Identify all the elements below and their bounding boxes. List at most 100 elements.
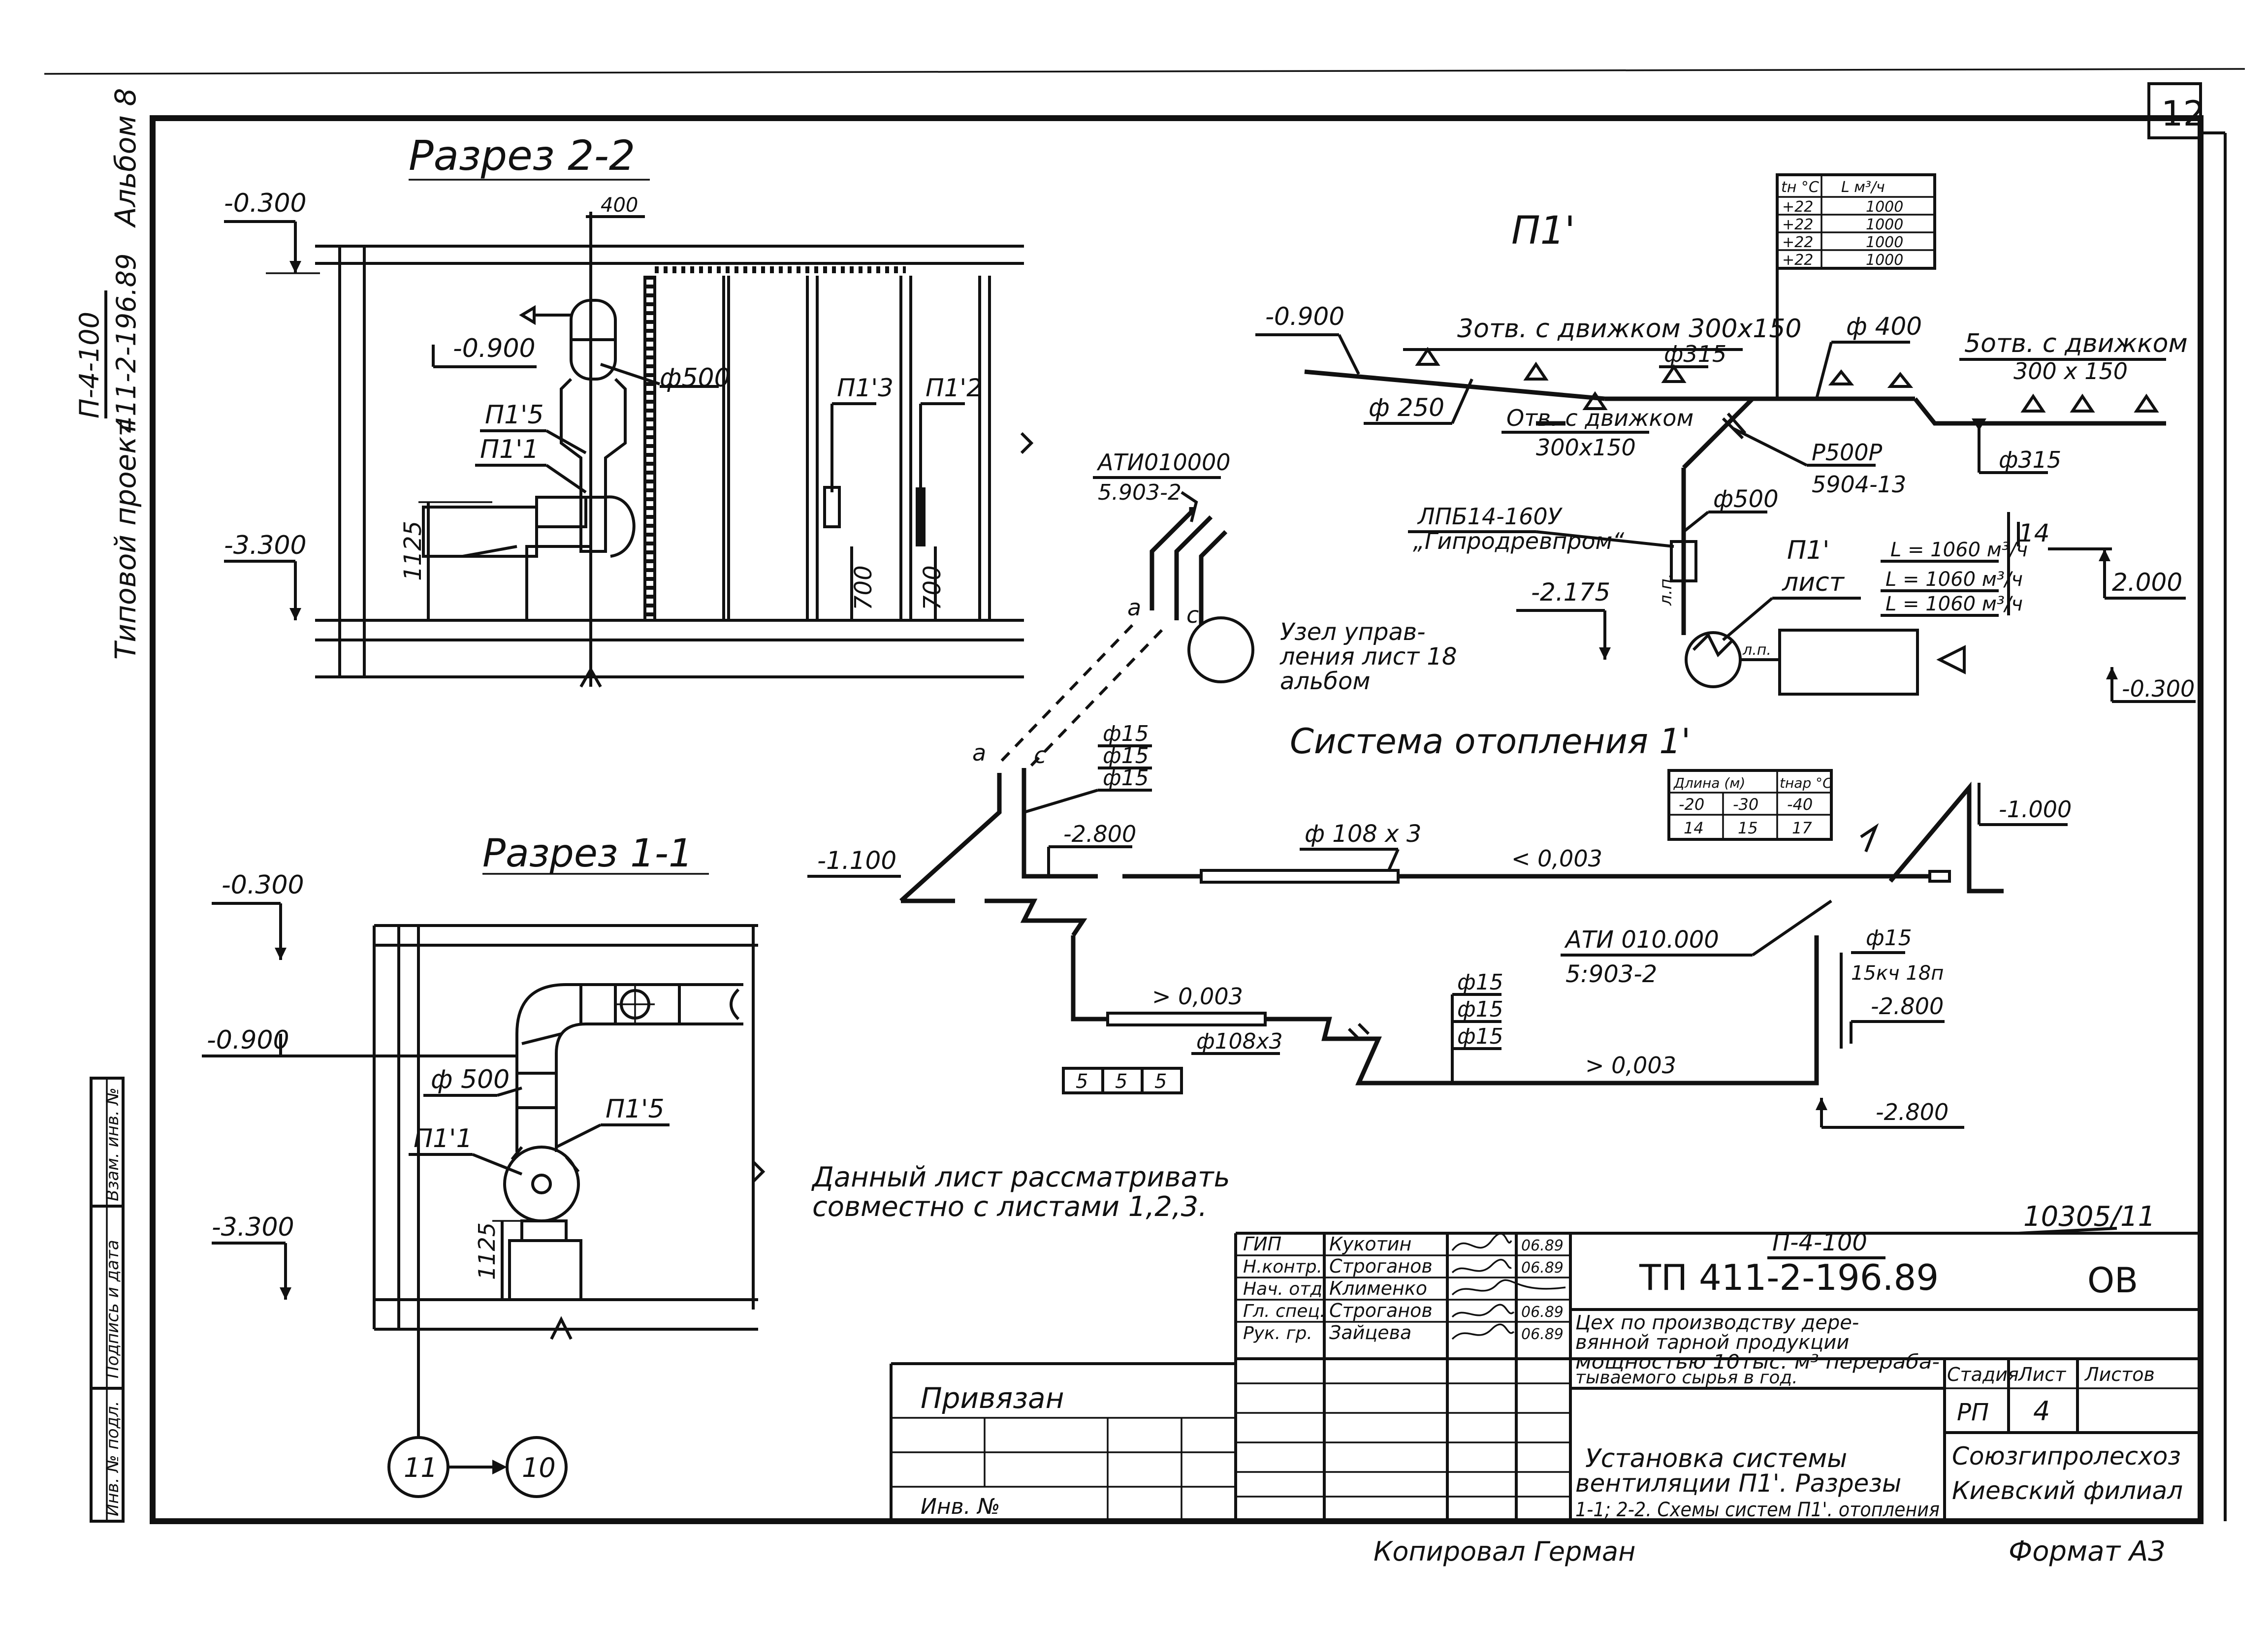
s11-label-p11: П1'1 <box>414 1124 473 1153</box>
heating-kch: 15кч 18п <box>1851 962 1944 985</box>
heating-label-c2: с <box>1034 742 1046 768</box>
tb-col-sheets: Листов <box>2084 1364 2155 1385</box>
tb-org-desc-2: вянной тарной продукции <box>1575 1331 1849 1354</box>
heating-ati-ref: 5:903-2 <box>1565 960 1657 988</box>
section-2-2-title: Разрез 2-2 <box>409 131 635 180</box>
p1-filter-maker: „Гипродревпром“ <box>1413 528 1624 554</box>
heating-slope-top: < 0,003 <box>1511 845 1602 872</box>
tb-role-3: Нач. отд. <box>1243 1279 1328 1299</box>
tb-role-1: ГИП <box>1243 1233 1281 1255</box>
p1-table-r4c2: 1000 <box>1866 252 1903 269</box>
heating-pipe-mid: ф108х3 <box>1196 1029 1283 1054</box>
tb-date-5: 06.89 <box>1521 1326 1564 1343</box>
p1-damper-ref: 5904-13 <box>1812 471 1906 498</box>
stamp-replace-inv: Взам. инв. № <box>103 1087 123 1201</box>
s22-label-p11: П1'1 <box>480 435 539 464</box>
archive-number: 10305/11 <box>2023 1201 2155 1233</box>
tb-date-4: 06.89 <box>1521 1304 1564 1321</box>
p1-unit-sheet: лист <box>1782 568 1845 597</box>
signature-4 <box>1451 1304 1515 1318</box>
p1-title: П1' <box>1511 209 1575 253</box>
heating-d15-top-3: ф15 <box>1103 766 1149 791</box>
left-stamp: Инв. № подл. Подпись и дата Взам. инв. № <box>90 1077 125 1523</box>
heating-pipe-main: ф 108 х 3 <box>1305 820 1421 848</box>
p1-table-h1: tн °C <box>1781 179 1819 196</box>
p1-flow-2: L = 1060 м³/ч <box>1885 568 2023 591</box>
axis-11: 11 <box>404 1452 438 1483</box>
tb-mark: ОВ <box>2087 1260 2138 1301</box>
p1-level-unit: -2.175 <box>1531 578 1610 607</box>
s22-dim-700b: 700 <box>919 565 946 610</box>
heating-d15-mid-1: ф15 <box>1457 970 1503 995</box>
tb-role-5: Рук. гр. <box>1243 1323 1312 1343</box>
length-table-h1: Длина (м) <box>1673 775 1745 791</box>
p1-table-r2c2: 1000 <box>1866 216 1903 233</box>
tb-company-1: Союзгипролесхоз <box>1952 1442 2181 1470</box>
p1-lp-2: л.п. <box>1742 641 1771 659</box>
p1-d315b: ф315 <box>1999 447 2061 473</box>
s11-level-top: -0.300 <box>222 870 304 900</box>
axis-10: 10 <box>522 1452 556 1483</box>
s22-dim-400: 400 <box>601 194 638 217</box>
tb-name-4: Строганов <box>1329 1300 1433 1321</box>
tb-name-1: Кукотин <box>1329 1233 1411 1255</box>
p1-openings-bottom-size: 300х150 <box>1536 434 1636 461</box>
heating-level-1100: -1.100 <box>817 846 896 875</box>
tb-col-stage: Стадия <box>1947 1364 2019 1385</box>
side-project-line: Типовой проект <box>109 419 142 660</box>
heating-boxes: 5 5 5 <box>1062 1067 1183 1094</box>
s22-level-mid: -0.900 <box>453 334 536 363</box>
length-table-t3: -40 <box>1787 795 1813 814</box>
p1-d500: ф500 <box>1713 485 1779 513</box>
p1-d400: ф 400 <box>1846 312 1922 341</box>
tb-code-small: П-4-100 <box>1772 1229 1867 1256</box>
side-project-code-bottom: 411-2-196.89 <box>111 254 142 433</box>
title-block: ГИП Н.контр. Нач. отд. Гл. спец. Рук. гр… <box>890 1229 2201 1521</box>
s22-dim-700a: 700 <box>850 565 877 610</box>
p1-flow-3: L = 1060 м³/ч <box>1885 593 2023 615</box>
tb-org-desc-3: мощностью 10тыс. м³ перераба- <box>1575 1351 1940 1374</box>
side-album: Альбом 8 <box>109 88 142 228</box>
note-line2: совместно с листами 1,2,3. <box>812 1191 1207 1223</box>
p1-filter: ЛПБ14-160У <box>1417 503 1563 530</box>
s11-diameter: ф 500 <box>431 1065 510 1094</box>
s11-level-mid: -0.900 <box>207 1025 289 1055</box>
heating-slope-bottom: > 0,003 <box>1585 1052 1676 1079</box>
tb-sheet-title-1: Установка системы <box>1585 1444 1847 1473</box>
scheme-p1: П1' -0.900 3отв. с движком 300х150 ф 250… <box>1255 173 2196 703</box>
heating-length-table: Длина (м) tнар °C -20 -30 -40 14 15 17 <box>1667 769 1833 841</box>
p1-lp: л.п. <box>1656 573 1676 606</box>
heating-system: Система отопления 1' АТИ010000 5.903-2 а… <box>807 449 2072 1129</box>
section-1-1: Разрез 1-1 -0.300 <box>202 831 766 1498</box>
p1-mark-14: 14 <box>2018 519 2050 547</box>
p1-openings-right: 5отв. с движком <box>1964 329 2188 358</box>
length-table-h2: tнар °C <box>1780 775 1832 791</box>
heating-slope-mid: > 0,003 <box>1152 983 1243 1010</box>
heating-box-1: 5 <box>1076 1070 1088 1093</box>
p1-openings-right-size: 300 х 150 <box>2013 358 2128 384</box>
heating-box-2: 5 <box>1115 1070 1127 1093</box>
length-table-t1: -20 <box>1679 795 1704 814</box>
tb-name-5: Зайцева <box>1329 1322 1411 1343</box>
format-label: Формат А3 <box>2009 1535 2166 1567</box>
heating-valve-code: АТИ010000 <box>1096 449 1231 476</box>
heating-node-3: альбом <box>1280 668 1371 695</box>
s11-dim-1125: 1125 <box>474 1222 500 1280</box>
heating-label-a: а <box>1127 594 1141 621</box>
heating-d15-right: ф15 <box>1866 926 1912 951</box>
tb-org-desc-4: тываемого сырья в год. <box>1575 1368 1798 1388</box>
p1-table-r3c2: 1000 <box>1866 234 1903 251</box>
tb-company-2: Киевский филиал <box>1952 1476 2183 1505</box>
tb-col-sheet: Лист <box>2017 1364 2067 1385</box>
heating-label-c: с <box>1186 602 1199 628</box>
tb-bound: Привязан <box>921 1381 1064 1415</box>
length-table-v1: 14 <box>1684 819 1704 837</box>
tb-role-2: Н.контр. <box>1243 1257 1322 1277</box>
s22-dim-1125: 1125 <box>399 521 427 581</box>
sheet-number: 12 <box>2161 94 2205 134</box>
heating-level-2800b: -2.800 <box>1871 993 1944 1020</box>
heating-ati-code: АТИ 010.000 <box>1564 926 1719 954</box>
s11-level-bottom: -3.300 <box>212 1213 294 1242</box>
s11-label-p15: П1'5 <box>606 1094 665 1124</box>
